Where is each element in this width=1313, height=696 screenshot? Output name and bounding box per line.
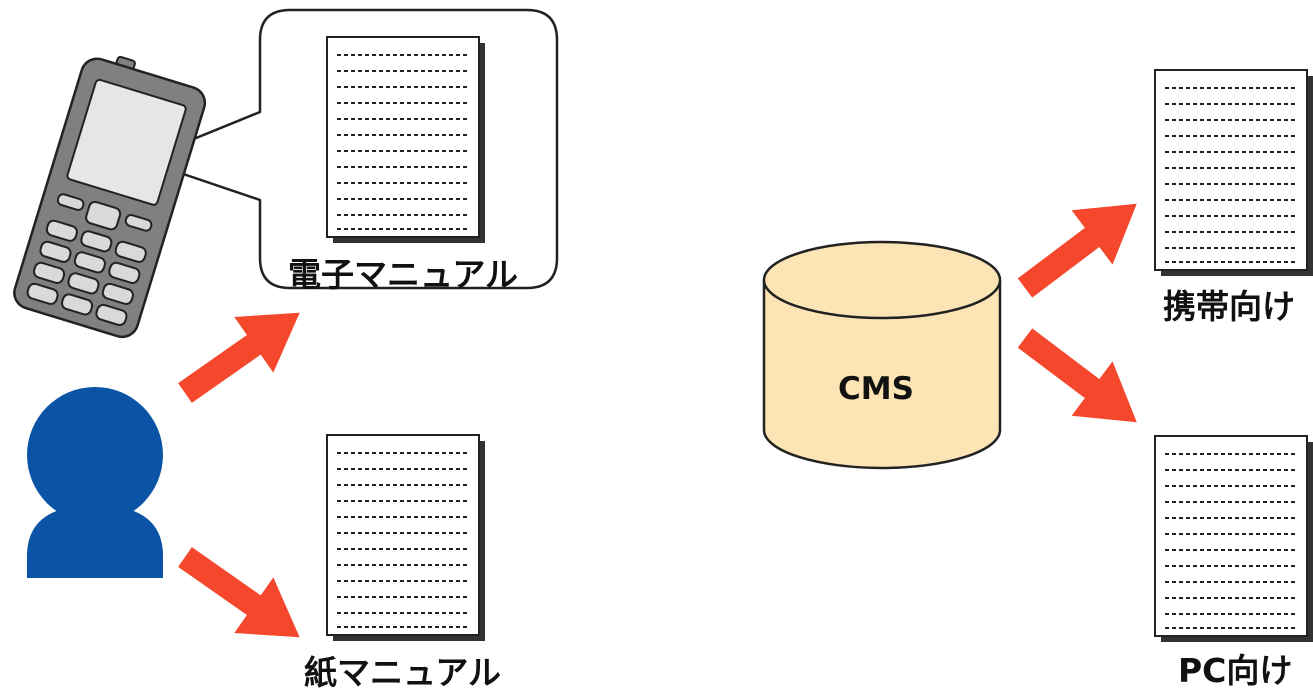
document-icon (326, 434, 486, 642)
cms-label: CMS (838, 371, 914, 407)
document-icon (1154, 435, 1313, 643)
electronic-manual-label: 電子マニュアル (288, 255, 519, 294)
for-pc-label: PC向け (1178, 651, 1293, 690)
person-icon (27, 387, 163, 578)
for-mobile-label: 携帯向け (1163, 287, 1295, 326)
paper-manual-label: 紙マニュアル (304, 653, 502, 692)
database-cylinder-icon (762, 240, 1002, 470)
mobile-phone-icon (13, 55, 207, 339)
arrow-icon (1004, 176, 1158, 316)
document-icon (326, 36, 486, 244)
arrow-icon (1004, 310, 1158, 450)
arrow-icon (165, 529, 320, 666)
arrow-icon (165, 284, 320, 421)
document-icon (1154, 69, 1313, 277)
